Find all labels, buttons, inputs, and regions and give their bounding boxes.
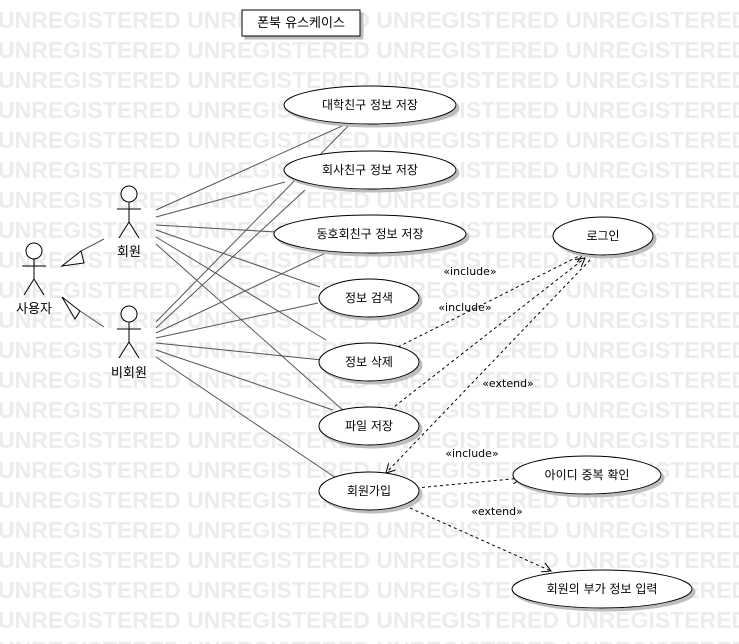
include-label: «include»: [445, 447, 498, 460]
extend-extra-info: [409, 507, 551, 571]
include-label: «include»: [443, 265, 496, 278]
usecase-dup-check[interactable]: 아이디 중복 확인: [512, 455, 662, 495]
watermark-row: UNREGISTERED UNREGISTERED UNREGISTERED U…: [0, 517, 739, 543]
watermark-row: UNREGISTERED UNREGISTERED UNREGISTERED U…: [0, 187, 739, 213]
association-line: [155, 116, 363, 211]
svg-text:회원의 부가 정보 입력: 회원의 부가 정보 입력: [547, 582, 658, 596]
extend-label: «extend»: [482, 377, 534, 390]
generalizations: [60, 238, 105, 328]
actor-user-label: 사용자: [16, 302, 52, 317]
svg-text:회원가입: 회원가입: [347, 484, 391, 498]
association-line: [155, 224, 277, 233]
include-label: «include»: [438, 301, 491, 314]
associations: [155, 116, 363, 479]
svg-text:대학친구 정보 저장: 대학친구 정보 저장: [322, 98, 418, 112]
association-line: [155, 356, 337, 479]
association-line: [155, 249, 333, 334]
dependencies: [386, 254, 591, 571]
watermark-row: UNREGISTERED UNREGISTERED UNREGISTERED U…: [0, 37, 739, 63]
association-line: [155, 181, 286, 218]
actor-user[interactable]: [22, 242, 46, 296]
association-line: [155, 116, 358, 323]
svg-text:파일 저장: 파일 저장: [345, 419, 393, 433]
association-line: [155, 342, 323, 361]
association-line: [155, 236, 327, 341]
watermark-row: UNREGISTERED UNREGISTERED UNREGISTERED U…: [0, 7, 739, 33]
extend-login-to-signup: [386, 259, 591, 473]
actor-member[interactable]: [117, 185, 141, 239]
svg-text:회사친구 정보 저장: 회사친구 정보 저장: [322, 163, 418, 177]
watermark-row: UNREGISTERED UNREGISTERED UNREGISTERED U…: [0, 637, 739, 644]
usecase-delete[interactable]: 정보 삭제: [318, 342, 420, 382]
watermark-row: UNREGISTERED UNREGISTERED UNREGISTERED U…: [0, 607, 739, 633]
usecase-save-company[interactable]: 회사친구 정보 저장: [283, 150, 457, 190]
usecase-login[interactable]: 로그인: [552, 216, 654, 256]
generalization-arrowhead: [61, 296, 81, 320]
usecase-save-club[interactable]: 동호회친구 정보 저장: [273, 214, 467, 254]
svg-text:동호회친구 정보 저장: 동호회친구 정보 저장: [317, 227, 424, 241]
association-line: [155, 349, 334, 411]
include-login-from-delete: [397, 254, 583, 348]
diagram-title: 폰북 유스케이스: [241, 9, 361, 37]
watermark-row: UNREGISTERED UNREGISTERED UNREGISTERED U…: [0, 127, 739, 153]
usecase-extra-info[interactable]: 회원의 부가 정보 입력: [511, 569, 693, 609]
extend-label: «extend»: [471, 505, 523, 518]
association-line: [155, 189, 306, 329]
association-line: [155, 243, 346, 413]
usecase-save-univ[interactable]: 대학친구 정보 저장: [283, 85, 457, 125]
diagram-title-text: 폰북 유스케이스: [257, 16, 345, 31]
association-line: [155, 302, 319, 339]
watermark-row: UNREGISTERED UNREGISTERED UNREGISTERED U…: [0, 547, 739, 573]
usecase-signup[interactable]: 회원가입: [318, 471, 420, 511]
usecase-search[interactable]: 정보 검색: [318, 278, 420, 318]
actor-nonmember[interactable]: [117, 305, 141, 359]
svg-text:정보 검색: 정보 검색: [345, 291, 393, 305]
generalization-arrowhead: [60, 250, 85, 267]
usecase-file-save[interactable]: 파일 저장: [318, 406, 420, 446]
include-login-from-file: [389, 258, 585, 411]
svg-text:정보 삭제: 정보 삭제: [345, 355, 393, 369]
svg-text:아이디 중복 확인: 아이디 중복 확인: [545, 468, 630, 482]
association-line: [155, 229, 321, 288]
svg-text:로그인: 로그인: [586, 229, 619, 243]
actor-member-label: 회원: [117, 245, 141, 260]
actor-nonmember-label: 비회원: [111, 366, 147, 381]
